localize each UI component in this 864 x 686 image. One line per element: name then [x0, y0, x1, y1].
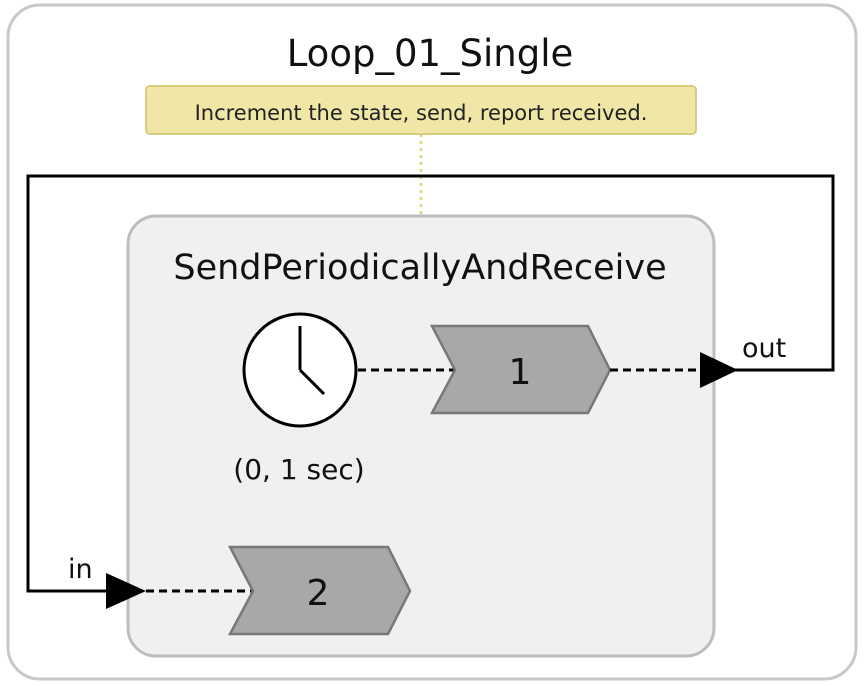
- reaction-2-label: 2: [307, 573, 330, 614]
- reactor-name: SendPeriodicallyAndReceive: [173, 248, 666, 288]
- input-port-icon[interactable]: [106, 573, 146, 609]
- timer-icon: [242, 312, 358, 428]
- comment-text: Increment the state, send, report receiv…: [195, 101, 648, 125]
- reaction-1-label: 1: [509, 352, 532, 393]
- diagram-title: Loop_01_Single: [287, 32, 574, 75]
- output-port-icon[interactable]: [700, 352, 738, 388]
- timer-label: (0, 1 sec): [233, 453, 364, 486]
- reaction-1[interactable]: [429, 324, 612, 415]
- output-port-label: out: [742, 333, 786, 364]
- reaction-2[interactable]: [227, 545, 412, 636]
- input-port-label: in: [68, 554, 93, 585]
- loop-connection: [26, 174, 835, 593]
